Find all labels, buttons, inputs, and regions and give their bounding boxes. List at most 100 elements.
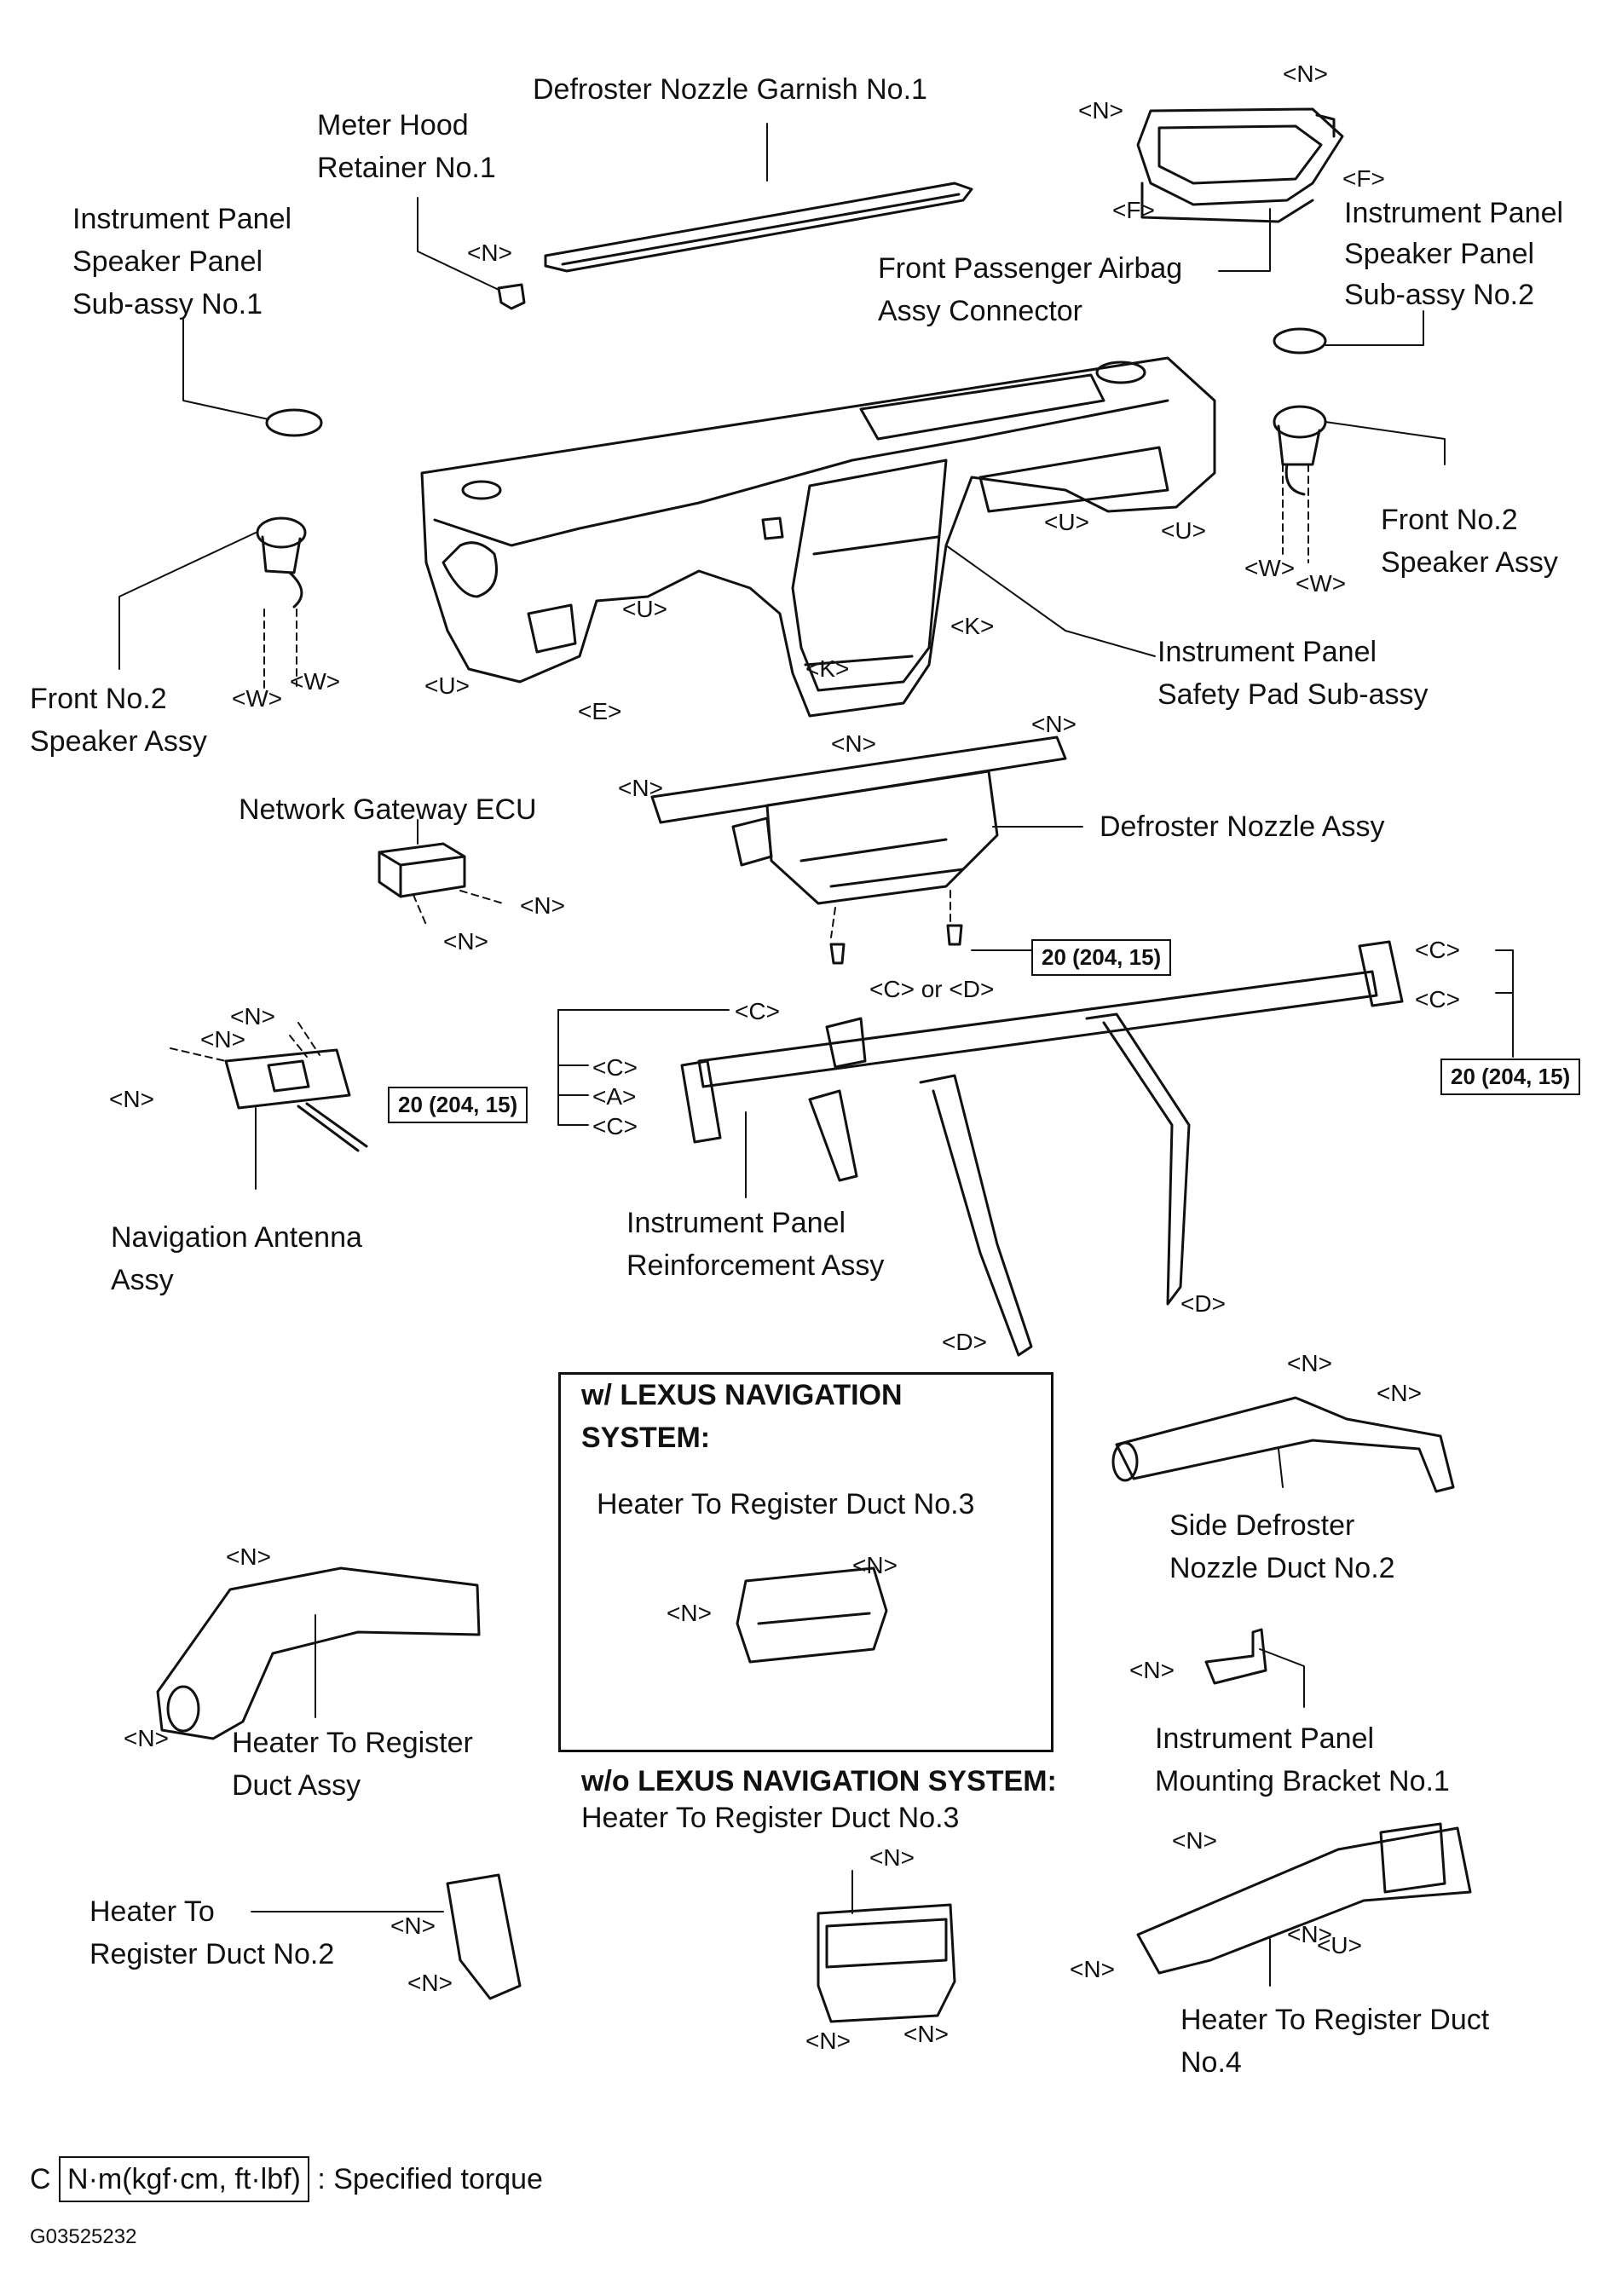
tag-w: <W> bbox=[1244, 555, 1296, 581]
label-duct-no4-b: No.4 bbox=[1180, 2046, 1242, 2079]
label-speaker-panel-1-b: Speaker Panel bbox=[72, 245, 263, 278]
legend-prefix: C bbox=[30, 2163, 51, 2195]
tag-n: <N> bbox=[1283, 61, 1328, 87]
tag-n: <N> bbox=[226, 1543, 271, 1570]
heater-duct-no2-part bbox=[446, 1873, 522, 2000]
label-mounting-bracket-b: Mounting Bracket No.1 bbox=[1155, 1765, 1450, 1797]
tag-c: <C> bbox=[592, 1054, 638, 1081]
tag-u: <U> bbox=[1161, 517, 1206, 544]
front-speaker-left-part bbox=[256, 516, 307, 609]
tag-n: <N> bbox=[831, 730, 876, 757]
label-heater-duct-assy-a: Heater To Register bbox=[232, 1727, 473, 1759]
tag-n: <N> bbox=[1287, 1921, 1332, 1947]
tag-n: <N> bbox=[230, 1003, 275, 1030]
label-speaker-panel-2-c: Sub-assy No.2 bbox=[1344, 279, 1534, 311]
tag-a: <A> bbox=[592, 1083, 637, 1110]
tag-k: <K> bbox=[950, 613, 995, 639]
tag-n: <N> bbox=[109, 1086, 154, 1112]
label-duct-no2-a: Heater To bbox=[89, 1895, 215, 1928]
tag-c: <C> bbox=[735, 998, 780, 1024]
legend-text: : Specified torque bbox=[317, 2163, 543, 2195]
tag-f: <F> bbox=[1342, 165, 1385, 192]
label-front-speaker-right-b: Speaker Assy bbox=[1381, 546, 1558, 579]
side-defroster-duct-part bbox=[1111, 1396, 1455, 1493]
torque-spec-3: 20 (204, 15) bbox=[1440, 1059, 1581, 1095]
label-front-speaker-left-a: Front No.2 bbox=[30, 683, 167, 715]
tag-n: <N> bbox=[1129, 1657, 1175, 1683]
heading-w-lexus-nav-b: SYSTEM: bbox=[581, 1422, 711, 1454]
tag-n: <N> bbox=[124, 1725, 169, 1751]
label-duct-no3-inset: Heater To Register Duct No.3 bbox=[597, 1488, 975, 1520]
torque-spec-1: 20 (204, 15) bbox=[1031, 939, 1172, 976]
heater-duct-assy-part bbox=[156, 1566, 481, 1740]
tag-n: <N> bbox=[852, 1552, 898, 1578]
tag-n: <N> bbox=[903, 2021, 949, 2047]
tag-c: <C> bbox=[1415, 986, 1460, 1012]
label-defroster-nozzle-assy: Defroster Nozzle Assy bbox=[1100, 811, 1385, 843]
tag-n: <N> bbox=[1070, 1956, 1115, 1982]
tag-n: <N> bbox=[443, 928, 488, 955]
reinforcement-part bbox=[680, 940, 1404, 1357]
tag-d: <D> bbox=[942, 1329, 987, 1355]
heater-duct-no4-part bbox=[1136, 1822, 1472, 1975]
tag-c: <C> bbox=[592, 1113, 638, 1139]
dashed-guides bbox=[170, 464, 1309, 1062]
label-navigation-antenna-b: Assy bbox=[111, 1264, 174, 1296]
tag-n: <N> bbox=[407, 1970, 453, 1996]
tag-u: <U> bbox=[1044, 509, 1089, 535]
tag-w: <W> bbox=[232, 685, 283, 712]
mounting-bracket-part bbox=[1204, 1628, 1267, 1685]
tag-n: <N> bbox=[1031, 711, 1077, 737]
tag-u: <U> bbox=[424, 672, 470, 699]
tag-n: <N> bbox=[1078, 97, 1123, 124]
label-speaker-panel-2-b: Speaker Panel bbox=[1344, 238, 1535, 270]
label-speaker-panel-1-c: Sub-assy No.1 bbox=[72, 288, 263, 320]
label-side-defroster-b: Nozzle Duct No.2 bbox=[1169, 1552, 1395, 1584]
label-reinforcement-b: Reinforcement Assy bbox=[626, 1249, 885, 1282]
tag-n: <N> bbox=[390, 1912, 436, 1939]
heater-duct-no3-part bbox=[817, 1903, 956, 2023]
tag-f: <F> bbox=[1112, 197, 1155, 223]
speaker-panel-1-part bbox=[265, 408, 323, 437]
label-speaker-panel-2-a: Instrument Panel bbox=[1344, 197, 1564, 229]
legend-unit-box: N·m(kgf·cm, ft·lbf) bbox=[59, 2156, 309, 2202]
figure-code: G03525232 bbox=[30, 2225, 137, 2248]
tag-c-or-d: <C> or <D> bbox=[869, 976, 995, 1002]
tag-n: <N> bbox=[467, 239, 512, 266]
tag-u: <U> bbox=[622, 596, 667, 622]
defroster-garnish-part bbox=[544, 182, 973, 273]
tag-w: <W> bbox=[1296, 570, 1347, 597]
label-front-speaker-left-b: Speaker Assy bbox=[30, 725, 207, 758]
torque-legend: C N·m(kgf·cm, ft·lbf) : Specified torque bbox=[30, 2156, 543, 2202]
label-side-defroster-a: Side Defroster bbox=[1169, 1509, 1355, 1542]
tag-n: <N> bbox=[1287, 1350, 1332, 1376]
label-mounting-bracket-a: Instrument Panel bbox=[1155, 1722, 1375, 1755]
heading-w-lexus-nav-a: w/ LEXUS NAVIGATION bbox=[581, 1379, 903, 1411]
tag-c: <C> bbox=[1415, 937, 1460, 963]
airbag-connector-part bbox=[1136, 107, 1344, 223]
label-safety-pad-a: Instrument Panel bbox=[1157, 636, 1377, 668]
label-airbag-connector-a: Front Passenger Airbag bbox=[878, 252, 1183, 285]
leader-lines bbox=[118, 123, 1514, 1987]
tag-u: <U> bbox=[1317, 1932, 1362, 1959]
label-heater-duct-assy-b: Duct Assy bbox=[232, 1769, 361, 1802]
label-meter-hood-2: Retainer No.1 bbox=[317, 152, 496, 184]
tag-n: <N> bbox=[667, 1600, 712, 1626]
label-duct-no3-wo: Heater To Register Duct No.3 bbox=[581, 1802, 960, 1834]
meter-hood-retainer-part bbox=[497, 283, 526, 310]
safety-pad-part bbox=[420, 356, 1216, 718]
label-network-gateway: Network Gateway ECU bbox=[239, 793, 537, 826]
label-reinforcement-a: Instrument Panel bbox=[626, 1207, 846, 1239]
defroster-nozzle-part bbox=[650, 736, 1067, 905]
heater-duct-no3-inset-part bbox=[736, 1566, 888, 1664]
bolts-part bbox=[829, 924, 963, 965]
tag-n: <N> bbox=[1172, 1827, 1217, 1854]
tag-n: <N> bbox=[805, 2028, 851, 2054]
tag-n: <N> bbox=[200, 1026, 245, 1053]
navigation-antenna-part bbox=[224, 1048, 368, 1152]
tag-n: <N> bbox=[869, 1844, 915, 1871]
torque-spec-2: 20 (204, 15) bbox=[388, 1087, 528, 1123]
tag-d: <D> bbox=[1180, 1290, 1226, 1317]
